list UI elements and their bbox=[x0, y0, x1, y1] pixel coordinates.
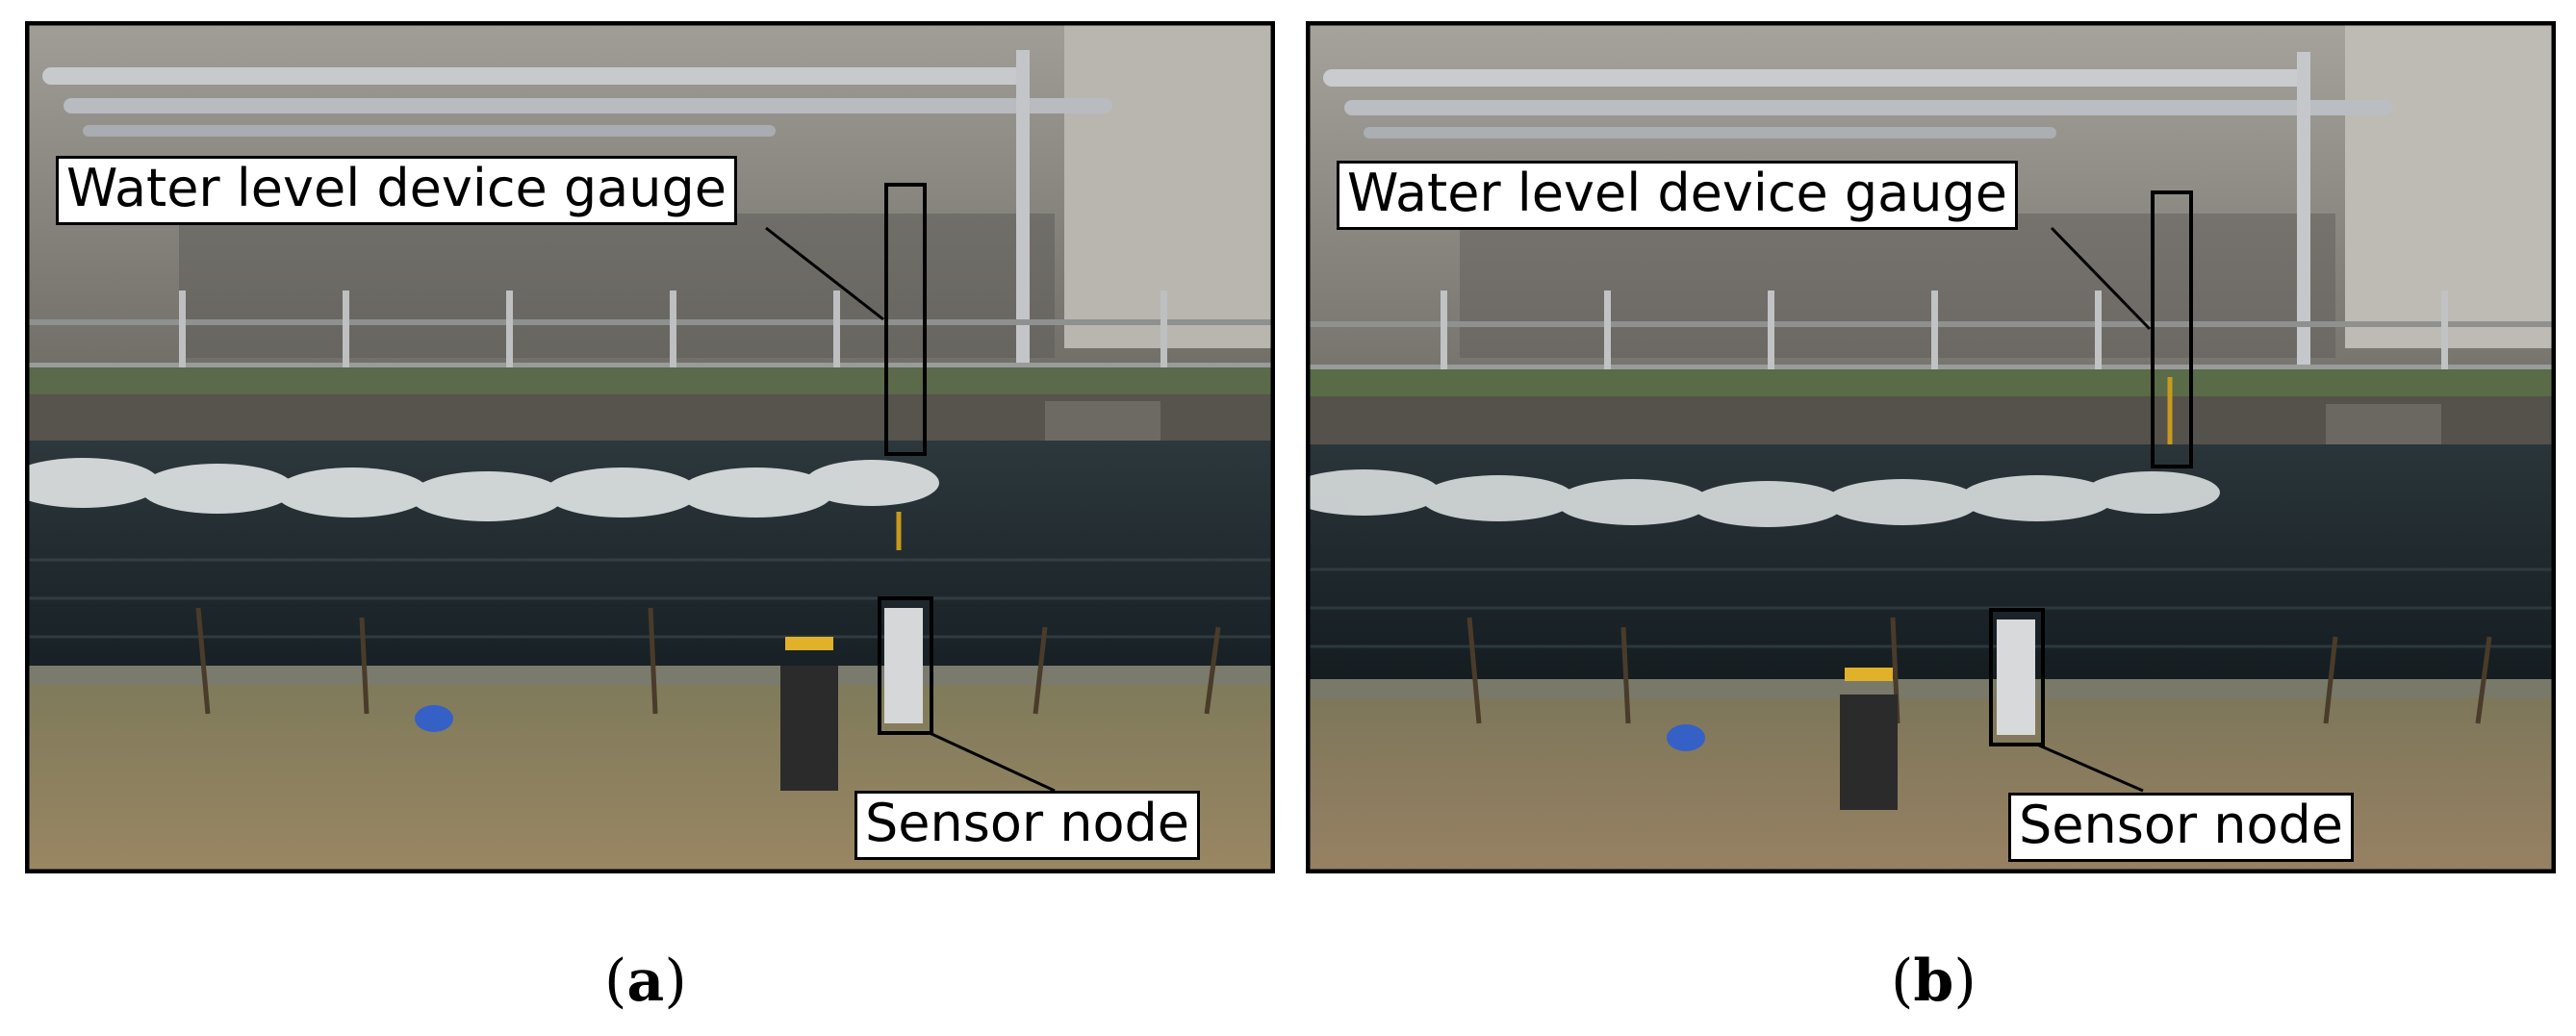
subcaption-a: (a) bbox=[604, 948, 687, 1015]
sensor-node-label: Sensor node bbox=[2008, 793, 2355, 862]
photo-panel-a: Water level device gauge Sensor node bbox=[25, 21, 1275, 873]
dam-spillway-photo-b bbox=[1306, 21, 2556, 873]
subcaption-b: (b) bbox=[1891, 948, 1977, 1015]
photo-panel-b: Water level device gauge Sensor node bbox=[1306, 21, 2556, 873]
subcaption-b-letter: b bbox=[1913, 948, 1954, 1015]
gauge-label: Water level device gauge bbox=[56, 156, 737, 225]
dam-spillway-photo-a bbox=[25, 21, 1275, 873]
gauge-label: Water level device gauge bbox=[1337, 161, 2018, 230]
subcaption-a-letter: a bbox=[626, 948, 665, 1015]
sensor-node-label: Sensor node bbox=[854, 791, 1201, 860]
